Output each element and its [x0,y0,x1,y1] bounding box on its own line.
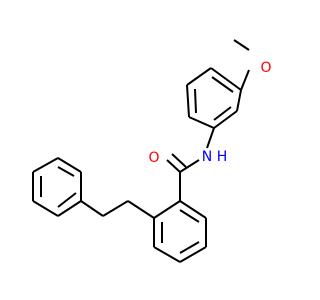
bond-benzamide-4-inner [179,241,200,254]
bond-chain-2 [102,200,129,217]
bond-methyl-o [233,39,250,51]
bond-methoxyphenyl-2-inner [213,106,232,121]
bond-methoxyphenyl-4 [186,84,190,118]
nitrogen-label: N [202,149,212,165]
bond-benzamide-1 [153,200,181,219]
bond-ring-n [206,127,215,149]
bond-phenyl-4 [32,157,59,173]
oxygen-carbonyl-label: O [148,150,159,166]
bond-phenyl-5-inner [57,166,75,177]
bond-methoxyphenyl-5 [186,67,212,86]
bond-phenyl-2 [32,200,59,217]
bond-phenyl-5 [57,157,82,173]
bond-methoxyphenyl-6-inner [211,76,234,93]
oxygen-methoxy-label: O [260,60,271,76]
bond-methoxyphenyl-1 [236,89,242,112]
bond-o-ring [240,69,250,91]
bond-methoxyphenyl-4-inner [194,88,197,114]
bond-benzamide-4 [179,246,207,263]
bond-carbonyl-oxygen-1 [166,159,181,173]
molecule-canvas: O O N H [32,39,272,263]
chemical-structure-diagram: O O N H [32,39,272,263]
bond-phenyl-1 [57,200,82,217]
bond-benzamide-6-inner [179,209,200,223]
bond-methoxyphenyl-2 [213,110,238,129]
bond-chain-1 [127,200,155,219]
bond-carbonyl-oxygen-2 [171,153,187,168]
bond-phenyl-1-inner [57,192,77,208]
bond-benzamide-3 [153,246,181,263]
bond-benzamide-6 [179,200,207,219]
bond-methoxyphenyl-3 [188,116,215,129]
bond-chain-3 [80,200,104,217]
hydrogen-label: H [217,149,228,165]
bond-n-carbonyl [179,159,200,173]
bond-methoxyphenyl-6 [210,67,242,91]
